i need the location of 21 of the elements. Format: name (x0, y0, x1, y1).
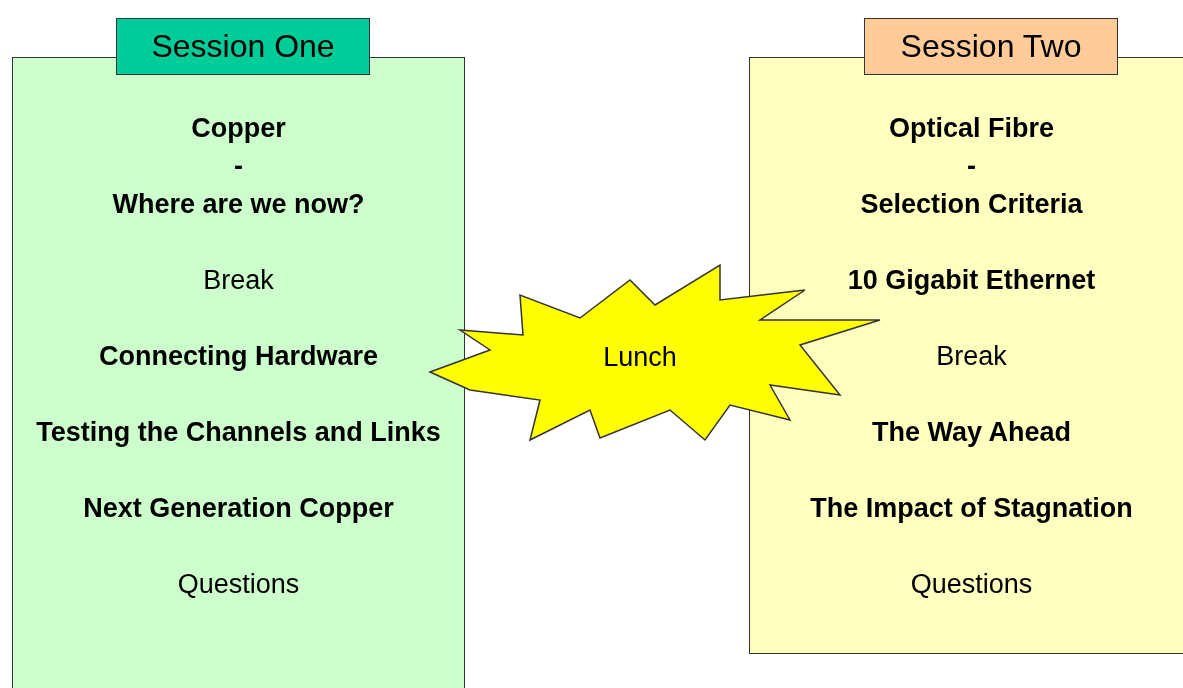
session-heading-tab: Session Two (864, 18, 1118, 75)
agenda-item: 10 Gigabit Ethernet (847, 264, 1096, 297)
agenda-item: Copper (191, 112, 286, 145)
agenda-item: Optical Fibre (888, 112, 1054, 145)
agenda-item: Break (936, 340, 1007, 373)
agenda-item: - (234, 150, 243, 183)
agenda-item: Break (203, 264, 274, 297)
agenda-item: Questions (910, 568, 1033, 601)
agenda-item: Where are we now? (112, 188, 365, 221)
agenda-item: - (967, 150, 976, 183)
agenda-item: Questions (177, 568, 300, 601)
agenda-item: Selection Criteria (860, 188, 1083, 221)
agenda-item: The Impact of Stagnation (810, 492, 1133, 525)
session-heading-tab: Session One (116, 18, 370, 75)
agenda-item: Next Generation Copper (83, 492, 394, 525)
session-panel (12, 57, 465, 688)
break-label: Lunch (602, 341, 678, 374)
agenda-item: Connecting Hardware (98, 340, 378, 373)
agenda-item: The Way Ahead (871, 416, 1071, 449)
session-panel (749, 57, 1183, 654)
agenda-item: Testing the Channels and Links (36, 416, 441, 449)
